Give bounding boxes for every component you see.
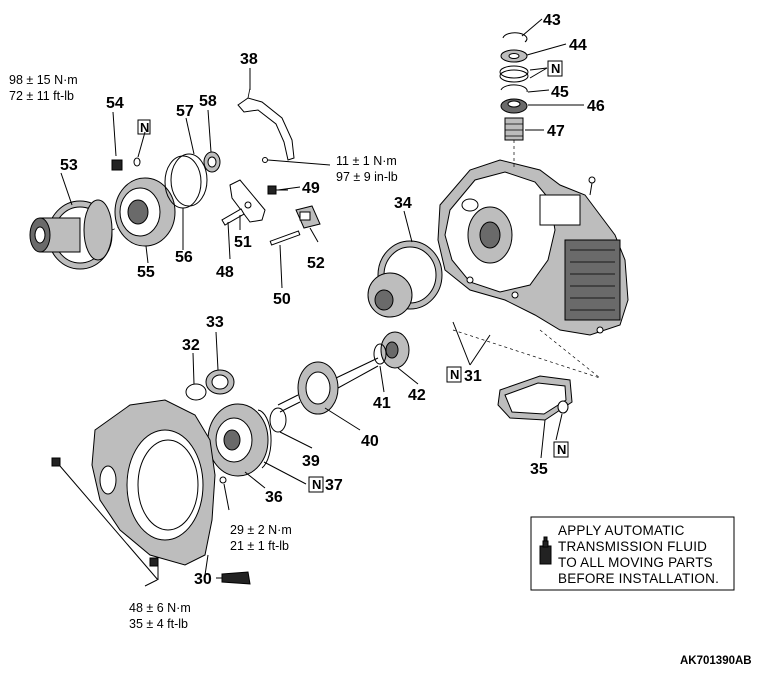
part-label-54: 54	[106, 95, 124, 112]
part-35-filter	[497, 375, 573, 421]
part-label-49: 49	[302, 180, 320, 197]
part-label-42: 42	[408, 387, 426, 404]
torque-36-nm: 29 ± 2 N·m	[230, 523, 292, 537]
atf-note-line-3: TO ALL MOVING PARTS	[558, 555, 713, 570]
torque-36-ftlb: 21 ± 1 ft-lb	[230, 539, 289, 553]
new-part-marker-44: N	[547, 60, 563, 77]
part-label-57: 57	[176, 103, 194, 120]
torque-30-nm: 48 ± 6 N·m	[129, 601, 191, 615]
new-part-marker-31: N	[446, 366, 462, 383]
part-label-53: 53	[60, 157, 78, 174]
part-label-41: 41	[373, 395, 391, 412]
part-55-drum	[114, 177, 176, 247]
part-label-34: 34	[394, 195, 412, 212]
part-label-44: 44	[569, 37, 587, 54]
part-54-plug	[111, 157, 141, 171]
part-40-shaft	[277, 357, 379, 415]
leader-lines	[60, 18, 601, 511]
part-number-labels: 43 44 45 46 47 38 54 57 58 53 49 34 51 5…	[60, 12, 605, 588]
part-label-39: 39	[302, 453, 320, 470]
part-33-bearing	[205, 369, 235, 395]
part-label-43: 43	[543, 12, 561, 29]
part-label-46: 46	[587, 98, 605, 115]
part-label-55: 55	[137, 264, 155, 281]
part-34-differential	[367, 240, 443, 318]
part-label-48: 48	[216, 264, 234, 281]
new-part-marker-35: N	[553, 441, 569, 458]
part-52-bracket	[295, 205, 321, 229]
part-58-ring	[203, 151, 221, 173]
part-label-35: 35	[530, 461, 548, 478]
transmission-case	[437, 159, 629, 336]
part-30-sealant-tube	[216, 571, 251, 585]
part-label-37: 37	[325, 477, 343, 494]
part-32-ring	[185, 383, 207, 401]
part-label-30: 30	[194, 571, 212, 588]
torque-49-inlb: 97 ± 9 in-lb	[336, 170, 398, 184]
part-label-38: 38	[240, 51, 258, 68]
svg-text:N: N	[450, 367, 459, 382]
part-36-pump	[207, 403, 269, 477]
part-label-32: 32	[182, 337, 200, 354]
figure-id: AK701390AB	[680, 655, 752, 667]
atf-note-line-1: APPLY AUTOMATIC	[558, 523, 685, 538]
svg-text:N: N	[312, 477, 321, 492]
torque-specs: 98 ± 15 N·m 72 ± 11 ft-lb 11 ± 1 N·m 97 …	[9, 73, 398, 631]
new-part-markers: N N N N N	[137, 60, 569, 493]
converter-housing	[91, 399, 227, 566]
torque-30-ftlb: 35 ± 4 ft-lb	[129, 617, 188, 631]
part-label-50: 50	[273, 291, 291, 308]
part-label-52: 52	[307, 255, 325, 272]
atf-note-line-4: BEFORE INSTALLATION.	[558, 571, 719, 586]
part-42-gear	[380, 331, 410, 369]
part-label-40: 40	[361, 433, 379, 450]
part-label-58: 58	[199, 93, 217, 110]
part-48-pin	[221, 208, 245, 226]
torque-54-ftlb: 72 ± 11 ft-lb	[9, 89, 74, 103]
part-label-31: 31	[464, 368, 482, 385]
svg-text:N: N	[140, 120, 149, 135]
svg-text:N: N	[551, 61, 560, 76]
part-39-ring	[269, 407, 287, 433]
parts-43-47-stack	[499, 32, 529, 170]
housing-bolts	[51, 457, 209, 587]
part-label-56: 56	[175, 249, 193, 266]
part-53-gear-assembly	[29, 199, 131, 270]
part-38-shift-rod	[237, 87, 295, 163]
part-51-lever	[229, 179, 266, 223]
part-37-seal	[257, 409, 272, 469]
part-label-51: 51	[234, 234, 252, 251]
part-label-36: 36	[265, 489, 283, 506]
part-label-47: 47	[547, 123, 565, 140]
part-label-45: 45	[551, 84, 569, 101]
new-part-marker-37: N	[308, 476, 324, 493]
torque-54-nm: 98 ± 15 N·m	[9, 73, 78, 87]
new-part-marker-54: N	[137, 119, 151, 135]
part-50-pin	[269, 230, 301, 246]
atf-note-line-2: TRANSMISSION FLUID	[558, 539, 707, 554]
atf-note-box: APPLY AUTOMATIC TRANSMISSION FLUID TO AL…	[530, 516, 735, 591]
part-41-ring	[373, 343, 387, 365]
svg-text:N: N	[557, 442, 566, 457]
atf-bottle-icon	[539, 536, 552, 565]
torque-49-nm: 11 ± 1 N·m	[336, 154, 397, 168]
part-label-33: 33	[206, 314, 224, 331]
